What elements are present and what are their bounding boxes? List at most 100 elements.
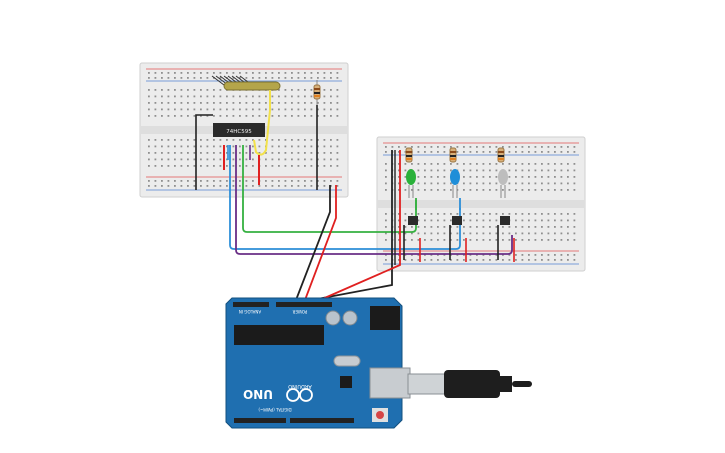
breadboard-hole	[443, 189, 446, 191]
breadboard-hole	[284, 185, 287, 187]
breadboard-hole	[489, 213, 491, 215]
breadboard-hole	[404, 189, 407, 191]
breadboard-hole	[463, 169, 465, 172]
breadboard-hole	[411, 213, 413, 215]
transistor-1[interactable]	[408, 216, 418, 225]
breadboard-hole	[547, 176, 550, 178]
breadboard-hole	[258, 152, 261, 154]
breadboard-hole	[489, 259, 491, 261]
breadboard-hole	[482, 189, 485, 191]
breadboard-hole	[317, 145, 319, 148]
wire-purple-signal[interactable]	[235, 145, 513, 255]
breadboard-hole	[508, 169, 511, 172]
breadboard-hole	[385, 239, 387, 241]
breadboard-hole	[411, 239, 413, 241]
breadboard-hole	[437, 151, 439, 153]
breadboard-hole	[284, 152, 287, 154]
breadboard-hole	[206, 185, 209, 187]
wire-black-right-to-arduino[interactable]	[311, 150, 393, 301]
breadboard-hole	[541, 151, 543, 153]
breadboard-hole	[239, 102, 241, 104]
wire-red-right-to-arduino[interactable]	[319, 150, 401, 301]
breadboard-hole	[323, 89, 326, 91]
breadboard-hole	[404, 163, 407, 165]
wire-yellow[interactable]	[253, 90, 271, 156]
breadboard-hole	[252, 77, 254, 79]
breadboard-hole	[154, 185, 157, 187]
breadboard-hole	[463, 151, 465, 153]
breadboard-hole	[271, 77, 274, 79]
breadboard-hole	[323, 165, 326, 167]
breadboard-hole	[450, 169, 452, 172]
breadboard-hole	[567, 226, 569, 228]
led-blue[interactable]	[450, 169, 460, 198]
breadboard-hole	[310, 180, 313, 182]
breadboard-hole	[456, 163, 459, 165]
breadboard-hole	[469, 189, 472, 191]
breadboard-hole	[508, 151, 511, 153]
breadboard-hole	[495, 182, 498, 185]
transistor-2[interactable]	[452, 216, 462, 225]
wire-red-to-arduino[interactable]	[304, 185, 337, 301]
breadboard-hole	[148, 89, 150, 91]
breadboard-hole	[213, 115, 215, 117]
breadboard-hole	[297, 89, 300, 91]
breadboard-hole	[180, 145, 183, 148]
shift-register-chip[interactable]: 74HC595	[213, 123, 265, 137]
wire-green-signal[interactable]	[242, 145, 417, 233]
breadboard-hole	[167, 180, 170, 182]
breadboard-hole	[443, 182, 446, 185]
breadboard-hole	[385, 259, 387, 261]
breadboard-hole	[193, 72, 196, 74]
breadboard-hole	[278, 89, 280, 91]
transistor-3[interactable]	[500, 216, 510, 225]
breadboard-hole	[161, 102, 163, 104]
breadboard-hole	[148, 185, 150, 187]
breadboard-hole	[398, 146, 400, 148]
breadboard-hole	[304, 108, 306, 111]
breadboard-hole	[271, 152, 274, 154]
breadboard-hole	[443, 169, 446, 172]
breadboard-hole	[417, 182, 420, 185]
breadboard-hole	[534, 213, 537, 215]
breadboard-hole	[560, 176, 563, 178]
breadboard-hole	[482, 146, 485, 148]
breadboard-hole	[567, 213, 569, 215]
wire-black-to-arduino[interactable]	[295, 185, 331, 301]
breadboard-hole	[245, 139, 248, 141]
breadboard-hole	[573, 169, 576, 172]
breadboard-hole	[206, 108, 209, 111]
breadboard-hole	[385, 146, 387, 148]
breadboard-hole	[271, 102, 274, 104]
breadboard-hole	[180, 152, 183, 154]
wire-black-left[interactable]	[195, 114, 213, 190]
breadboard-hole	[330, 89, 332, 91]
breadboard-hole	[330, 139, 332, 141]
breadboard-hole	[278, 145, 280, 148]
breadboard-hole	[547, 232, 550, 235]
breadboard-hole	[573, 213, 576, 215]
breadboard-hole	[167, 115, 170, 117]
breadboard-hole	[310, 89, 313, 91]
breadboard-hole	[573, 239, 576, 241]
breadboard-hole	[528, 254, 530, 256]
breadboard-hole	[495, 176, 498, 178]
breadboard-hole	[258, 115, 261, 117]
wire-blue-signal[interactable]	[229, 145, 461, 250]
breadboard-hole	[508, 163, 511, 165]
breadboard-hole	[476, 219, 478, 222]
breadboard-hole	[482, 163, 485, 165]
breadboard-hole	[515, 239, 517, 241]
arduino-uno[interactable]: ARDUINO UNO ANALOG IN POWER DIGITAL (PWM…	[225, 297, 411, 429]
breadboard-hole	[450, 226, 452, 228]
breadboard-hole	[404, 232, 407, 235]
breadboard-hole	[521, 182, 524, 185]
breadboard-hole	[310, 102, 313, 104]
breadboard-hole	[317, 139, 319, 141]
breadboard-hole	[304, 77, 306, 79]
breadboard-hole	[528, 163, 530, 165]
breadboard-hole	[450, 213, 452, 215]
led-green[interactable]	[406, 169, 416, 198]
led-white[interactable]	[498, 169, 508, 198]
breadboard-hole	[297, 95, 300, 98]
